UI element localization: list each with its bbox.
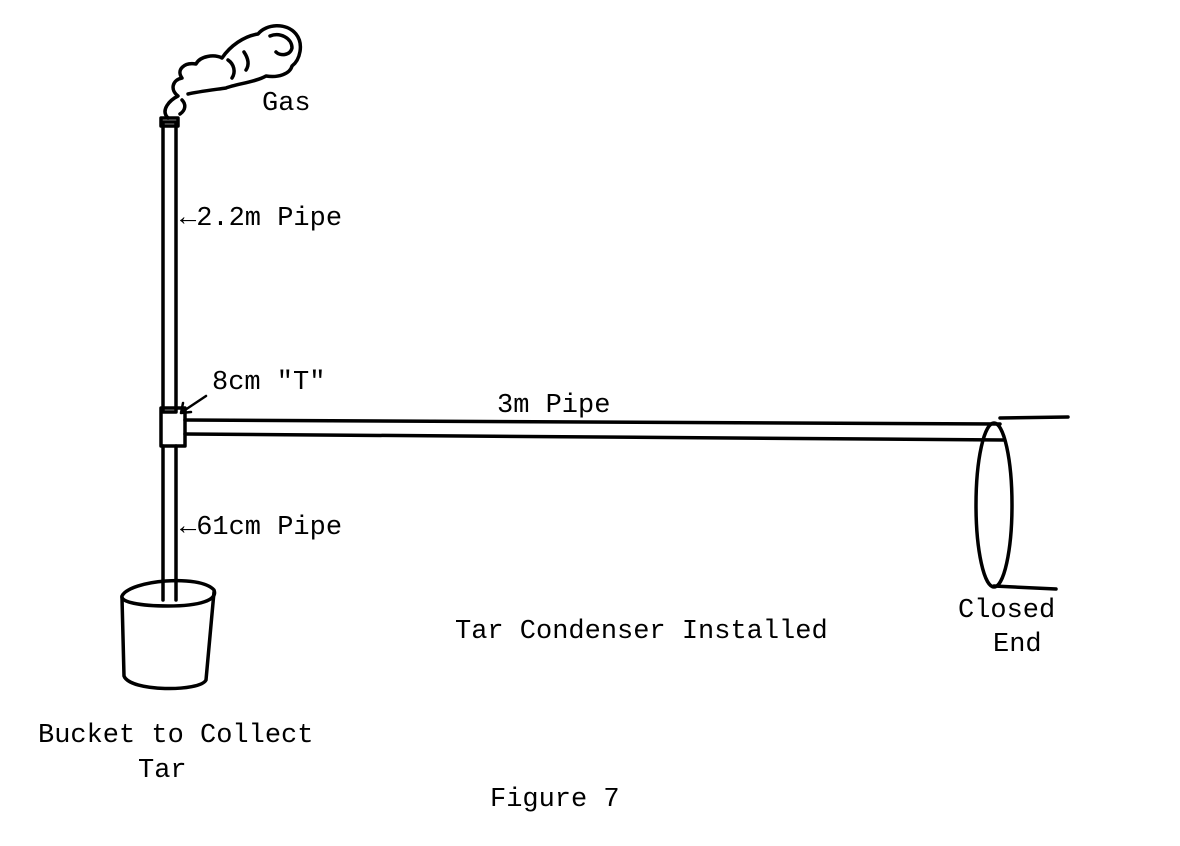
tee-arrow-icon <box>179 394 208 415</box>
horizontal-pipe-label: 3m Pipe <box>497 391 610 421</box>
short-pipe-label: ←61cm Pipe <box>180 513 342 543</box>
vertical-pipe-label: ←2.2m Pipe <box>180 204 342 234</box>
bucket-icon <box>120 578 217 691</box>
bucket-label-line1: Bucket to Collect <box>38 721 313 751</box>
figure-caption: Figure 7 <box>490 785 620 815</box>
closed-end-label-line2: End <box>993 630 1042 660</box>
diagram-title: Tar Condenser Installed <box>455 617 828 647</box>
closed-end-label-line1: Closed <box>958 596 1055 626</box>
gas-label: Gas <box>262 89 311 119</box>
closed-end-cap <box>974 415 1070 591</box>
bucket-label-line2: Tar <box>138 756 187 786</box>
horizontal-pipe <box>183 418 1006 442</box>
tee-label: 8cm "T" <box>212 368 325 398</box>
vertical-pipe <box>159 116 180 602</box>
tee-fitting <box>159 406 187 448</box>
gas-cloud-icon <box>163 24 303 120</box>
